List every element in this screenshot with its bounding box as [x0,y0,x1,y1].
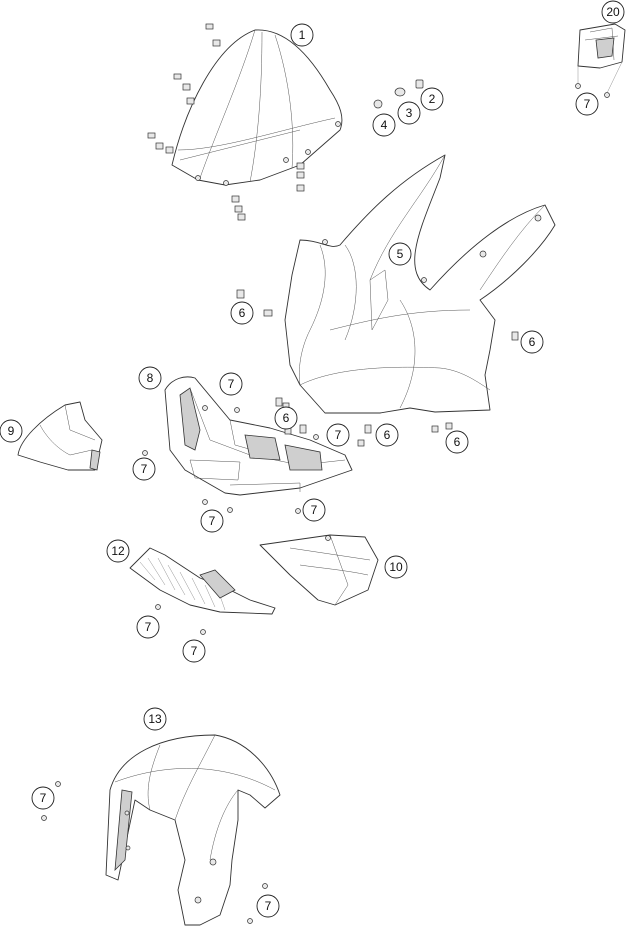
washer-part-3 [394,87,406,97]
callout-label: 13 [148,712,162,726]
callout-label: 4 [381,118,388,132]
callout-7g: 7 [136,615,160,639]
callout-label: 7 [584,97,591,111]
callout-20: 20 [601,0,625,24]
callout-10: 10 [384,555,408,579]
callout-7h: 7 [182,639,206,663]
callout-4: 4 [372,113,396,137]
callout-7i: 7 [31,786,55,810]
callout-7j: 7 [256,894,280,918]
side-panel-part-10 [259,534,379,606]
callout-label: 8 [147,371,154,385]
callout-label: 5 [397,247,404,261]
callout-7c: 7 [326,423,350,447]
callout-label: 6 [239,306,246,320]
callout-label: 7 [265,899,272,913]
front-fairing-part [284,154,556,414]
callout-label: 12 [111,544,125,558]
callout-6b: 6 [520,330,544,354]
callout-label: 7 [145,620,152,634]
callout-6d: 6 [375,423,399,447]
callout-13: 13 [143,707,167,731]
callout-7f: 7 [302,498,326,522]
callout-1: 1 [290,23,314,47]
instrument-carrier-part [142,376,353,514]
callout-6c: 6 [274,406,298,430]
callout-8: 8 [138,366,162,390]
windshield-part [171,29,343,186]
callout-label: 2 [429,92,436,106]
callout-6e: 6 [445,430,469,454]
callout-label: 6 [529,335,536,349]
callout-label: 6 [283,411,290,425]
callout-label: 7 [335,428,342,442]
callout-label: 7 [228,377,235,391]
callout-label: 7 [141,462,148,476]
callout-label: 10 [389,560,403,574]
callout-label: 6 [454,435,461,449]
grommet-part-4 [373,99,383,109]
fairing-clips [236,289,519,341]
front-fender-part-13 [41,734,281,926]
callout-6a: 6 [230,301,254,325]
callout-7b: 7 [219,372,243,396]
callout-label: 7 [40,791,47,805]
callout-7e: 7 [200,509,224,533]
under-tray-part-12 [129,547,276,635]
nut-part-2 [415,79,424,89]
callout-3: 3 [397,101,421,125]
callout-label: 9 [8,424,15,438]
callout-5: 5 [388,242,412,266]
windshield-fasteners [147,23,305,221]
callout-label: 7 [209,514,216,528]
callout-label: 7 [311,503,318,517]
callout-label: 3 [406,106,413,120]
callout-label: 7 [191,644,198,658]
callout-label: 20 [606,5,620,19]
callout-12: 12 [106,539,130,563]
callout-7d: 7 [132,457,156,481]
callout-7a: 7 [575,92,599,116]
callout-label: 1 [299,28,306,42]
callout-label: 6 [384,428,391,442]
callout-9: 9 [0,419,23,443]
callout-2: 2 [420,87,444,111]
bracket-part-20 [575,23,626,98]
side-cover-part-9 [17,401,103,471]
